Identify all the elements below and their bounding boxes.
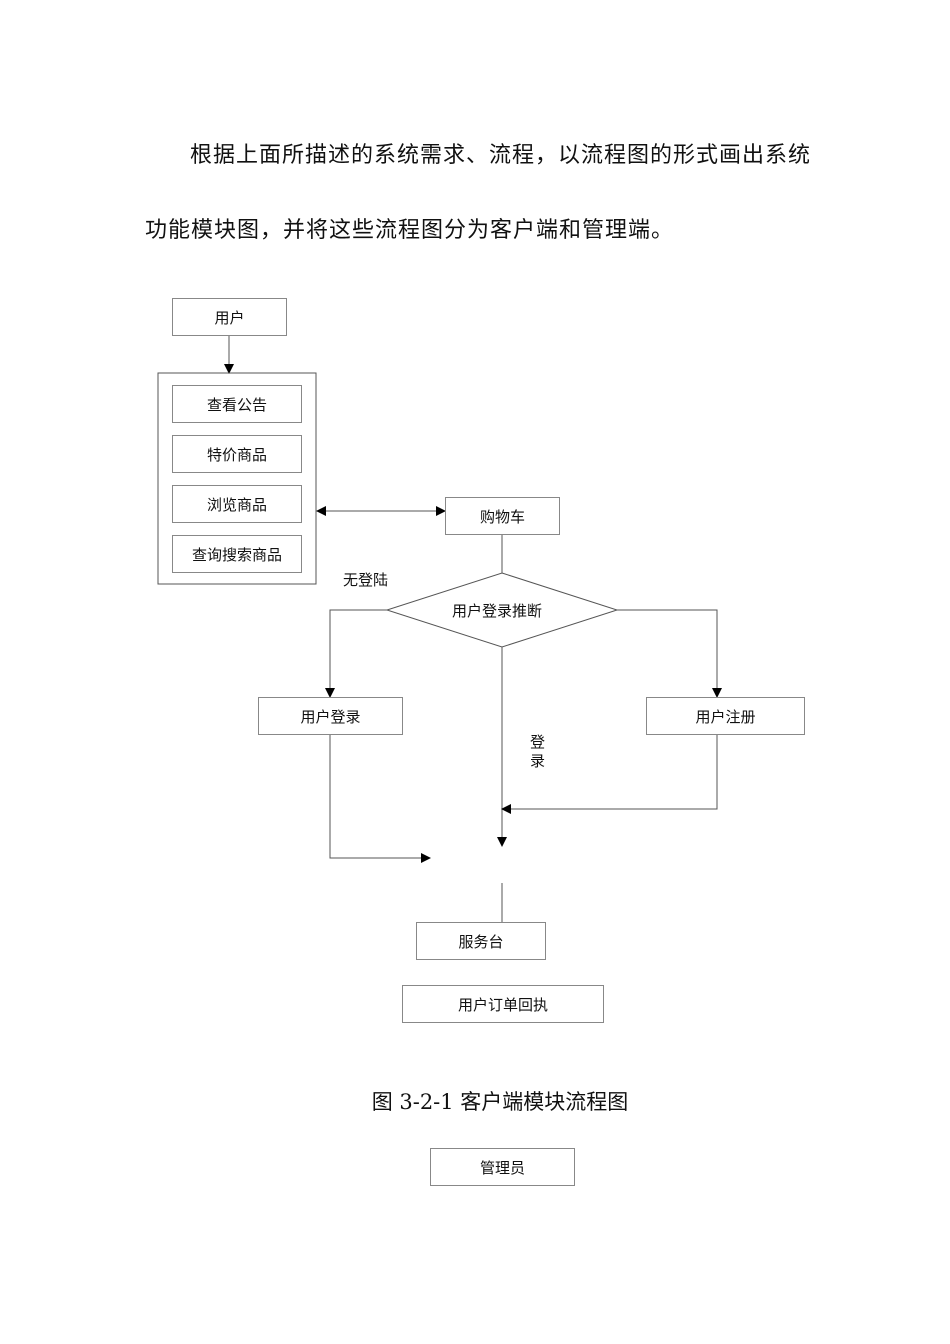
- service-desk-box: 服务台: [416, 922, 546, 960]
- login-label-char-1: 登: [530, 733, 546, 751]
- no-login-label: 无登陆: [343, 571, 389, 589]
- user-register-box: 用户注册: [646, 697, 805, 735]
- cart-box: 购物车: [445, 497, 560, 535]
- login-label-char-2: 录: [530, 752, 546, 770]
- menu-group-border: [157, 372, 317, 585]
- decision-label: 用户登录推断: [452, 602, 543, 620]
- menu-item-special-products: 特价商品: [172, 435, 302, 473]
- menu-item-search-products: 查询搜索商品: [172, 535, 302, 573]
- paragraph-line-1: 根据上面所描述的系统需求、流程，以流程图的形式画出系统: [190, 143, 812, 168]
- paragraph-line-2: 功能模块图，并将这些流程图分为客户端和管理端。: [145, 218, 675, 243]
- arrow-to-register: [617, 609, 722, 698]
- menu-item-announcement: 查看公告: [172, 385, 302, 423]
- admin-box: 管理员: [430, 1148, 575, 1186]
- arrow-login-return: [329, 734, 431, 863]
- user-box: 用户: [172, 298, 287, 336]
- arrow-to-login: [325, 609, 387, 698]
- menu-item-browse-products: 浏览商品: [172, 485, 302, 523]
- arrow-register-return: [501, 734, 718, 814]
- figure-caption: 图 3-2-1 客户端模块流程图: [371, 1090, 629, 1114]
- user-login-box: 用户登录: [258, 697, 403, 735]
- order-receipt-box: 用户订单回执: [402, 985, 604, 1023]
